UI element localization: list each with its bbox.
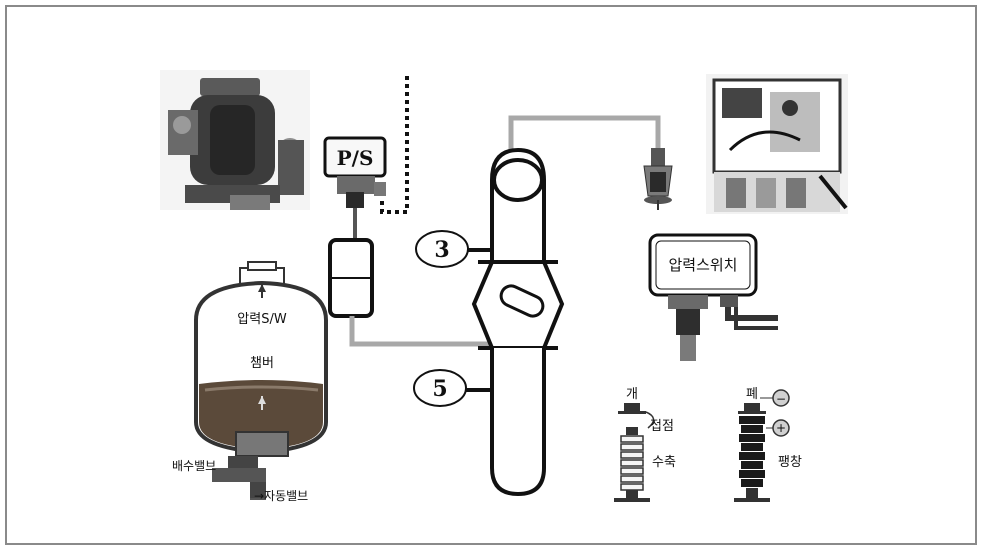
contact-label: 접점 (650, 419, 674, 434)
drain-valve-label: 배수밸브 (172, 459, 216, 473)
chamber-label: 챔버 (250, 356, 274, 371)
callout-3-label: 3 (434, 237, 449, 263)
pressure-switch-label: 압력스위치 (668, 256, 737, 274)
pressure-sw-label: 압력S/W (237, 312, 287, 327)
callout-5-label: 5 (432, 376, 447, 402)
retard-chamber-small (330, 240, 372, 316)
contraction-label: 수축 (652, 455, 676, 470)
ps-label: P/S (337, 146, 374, 170)
minus-label: − (776, 392, 786, 406)
auto-valve-label: →자동밸브 (254, 489, 308, 503)
alarm-valve-photo (160, 70, 310, 210)
control-box-photo (706, 74, 848, 214)
closed-label: 폐 (746, 387, 758, 402)
bellows-open-folds (621, 436, 643, 490)
open-label: 개 (626, 387, 638, 402)
expansion-label: 팽창 (778, 455, 802, 470)
plus-label: + (776, 421, 786, 435)
